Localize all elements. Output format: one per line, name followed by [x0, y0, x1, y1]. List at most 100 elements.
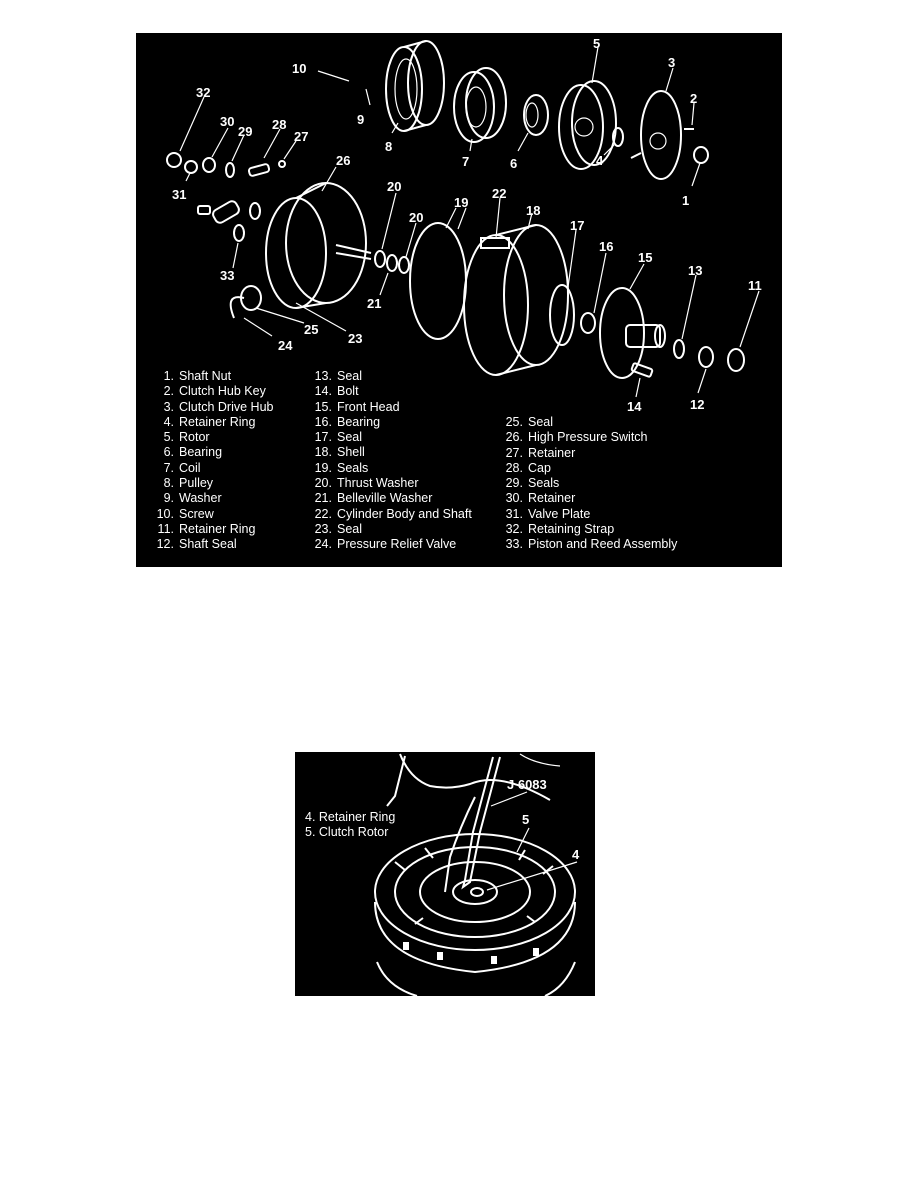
- legend-item-number: 9.: [163, 491, 174, 506]
- legend-item-number: 20.: [314, 476, 332, 491]
- shaft-nut-part: [693, 146, 709, 164]
- legend-item-number: 10.: [156, 506, 174, 521]
- legend-item: 16. Bearing: [308, 415, 472, 430]
- legend-item: 5.Rotor: [150, 430, 273, 445]
- legend-item: 12. Shaft Seal: [150, 537, 273, 552]
- legend-item: 22.Cylinder Body and Shaft: [308, 507, 472, 522]
- retainer-ring-11-part: [727, 348, 745, 372]
- callout-32: 22: [492, 186, 506, 201]
- callout-1: 1: [682, 193, 689, 208]
- exploded-view-drawing: 10 9 8 7 6 5 3 2 4 1 32 30 29 28 27 26 3…: [166, 36, 762, 414]
- legend-item-label: Retainer: [528, 445, 576, 460]
- legend-item-label: High Pressure Switch: [528, 430, 648, 445]
- legend-item: 3.Clutch Drive Hub: [150, 399, 274, 415]
- legend-item: 28.Cap: [499, 461, 677, 476]
- callout-14: 14: [627, 399, 642, 414]
- rotor-removal-figure: J 6083 5 4 4. Retainer Ring 5. Clutch Ro…: [295, 752, 595, 996]
- callout-5: 5: [522, 812, 529, 827]
- legend-item-label: Washer: [179, 491, 222, 506]
- legend-item-label: Shell: [337, 445, 365, 460]
- legend-item-clutch-rotor: 5. Clutch Rotor: [305, 825, 389, 839]
- legend-item-label: Pulley: [179, 476, 214, 491]
- legend-item-number: 26.: [505, 430, 523, 445]
- legend-item-number: 29.: [505, 476, 523, 491]
- legend-item-label: Valve Plate: [528, 506, 591, 521]
- legend-item-number: 31.: [505, 506, 523, 521]
- legend-item: 20.Thrust Washer: [308, 476, 472, 491]
- legend-item-label: Retainer Ring: [179, 521, 256, 536]
- legend-item-label: Retainer: [528, 491, 576, 506]
- legend-item: 27.Retainer: [499, 446, 677, 461]
- legend-item-number: 8.: [163, 476, 174, 491]
- legend-item: 31. Valve Plate: [499, 507, 677, 522]
- pressure-relief-valve-part: [247, 163, 271, 177]
- legend-item-number: 23.: [314, 521, 332, 536]
- callout-22: 26: [336, 153, 350, 168]
- legend-item: 13.Seal: [308, 369, 472, 384]
- callout-29: 33: [220, 268, 234, 283]
- legend-item-label: Seals: [528, 476, 560, 491]
- legend-item-number: 16.: [314, 414, 332, 429]
- exploded-view-figure: 10 9 8 7 6 5 3 2 4 1 32 30 29 28 27 26 3…: [136, 33, 782, 567]
- leader-5: [516, 827, 530, 853]
- callout-20a: 20: [387, 179, 401, 194]
- callout-5: 5: [593, 36, 600, 51]
- legend-item: 2.Clutch Hub Key: [150, 384, 273, 399]
- legend-item: 33.Piston and Reed Assembly: [499, 537, 678, 552]
- legend-item-number: 11.: [157, 521, 174, 536]
- bearing-16-part: [580, 312, 596, 334]
- callout-labels: 10 9 8 7 6 5 3 2 4 1 32 30 29 28 27 26 3…: [172, 36, 762, 414]
- seal-small-part: [249, 202, 261, 220]
- legend-item-number: 13.: [314, 369, 332, 383]
- legend-item: 25.Seal: [499, 415, 677, 430]
- callout-25: 29: [238, 124, 252, 139]
- legend-item-number: 6.: [163, 445, 174, 460]
- hand-illustration: [386, 753, 561, 807]
- legend-item-label: Belleville Washer: [337, 491, 433, 506]
- callout-11: 11: [748, 278, 762, 293]
- leader-4: [486, 861, 578, 891]
- retaining-strap-part: [480, 237, 510, 249]
- legend-item-number: 12.: [156, 537, 174, 552]
- legend-item-label: Bearing: [337, 414, 381, 429]
- legend-item-label: Bearing: [179, 445, 223, 460]
- legend-item: 19.Seals: [308, 461, 472, 476]
- legend-item: 32.Retaining Strap: [499, 522, 677, 537]
- legend-item-number: 14.: [314, 384, 332, 399]
- leader-lines: [179, 46, 760, 398]
- seals-19-part: [409, 222, 467, 340]
- legend-item: 17.Seal: [308, 430, 472, 445]
- bearing-part: [523, 94, 549, 136]
- callout-4: 4: [572, 847, 580, 862]
- legend-item-label: Shaft Seal: [179, 537, 237, 552]
- legend-item-label: Bolt: [337, 384, 359, 399]
- legend-item-label: Retainer Ring: [179, 414, 256, 429]
- pulley-part: [385, 40, 445, 132]
- tool-j6083: [444, 756, 501, 893]
- legend-item-number: 18.: [314, 445, 332, 460]
- retainer-30-part: [229, 296, 245, 319]
- callout-13: 13: [688, 263, 702, 278]
- callout-30: 24: [278, 338, 293, 353]
- clutch-rotor-illustration: [374, 833, 576, 996]
- callout-3: 3: [668, 55, 675, 70]
- retainer-27-part: [184, 160, 198, 174]
- callout-4: 4: [596, 153, 604, 168]
- legend-item: 18. Shell: [308, 445, 472, 460]
- seal-25-part: [225, 162, 235, 178]
- legend-item-number: 28.: [505, 460, 523, 475]
- legend-item-number: 22.: [314, 506, 332, 521]
- legend-item: 11. Retainer Ring: [150, 522, 273, 537]
- legend-item-number: 2.: [163, 384, 174, 399]
- rotor-legend: 4. Retainer Ring 5. Clutch Rotor: [305, 810, 395, 840]
- callout-27: 31: [172, 187, 186, 202]
- legend-item-number: 21.: [314, 491, 332, 506]
- callout-12: 12: [690, 397, 704, 412]
- legend-item-label: Seal: [528, 415, 554, 429]
- legend-item-label: Clutch Drive Hub: [179, 399, 274, 414]
- callout-23: 27: [294, 129, 308, 144]
- leader-j6083: [490, 791, 528, 807]
- legend-item-label: Shaft Nut: [179, 369, 232, 383]
- callout-33: 23: [348, 331, 362, 346]
